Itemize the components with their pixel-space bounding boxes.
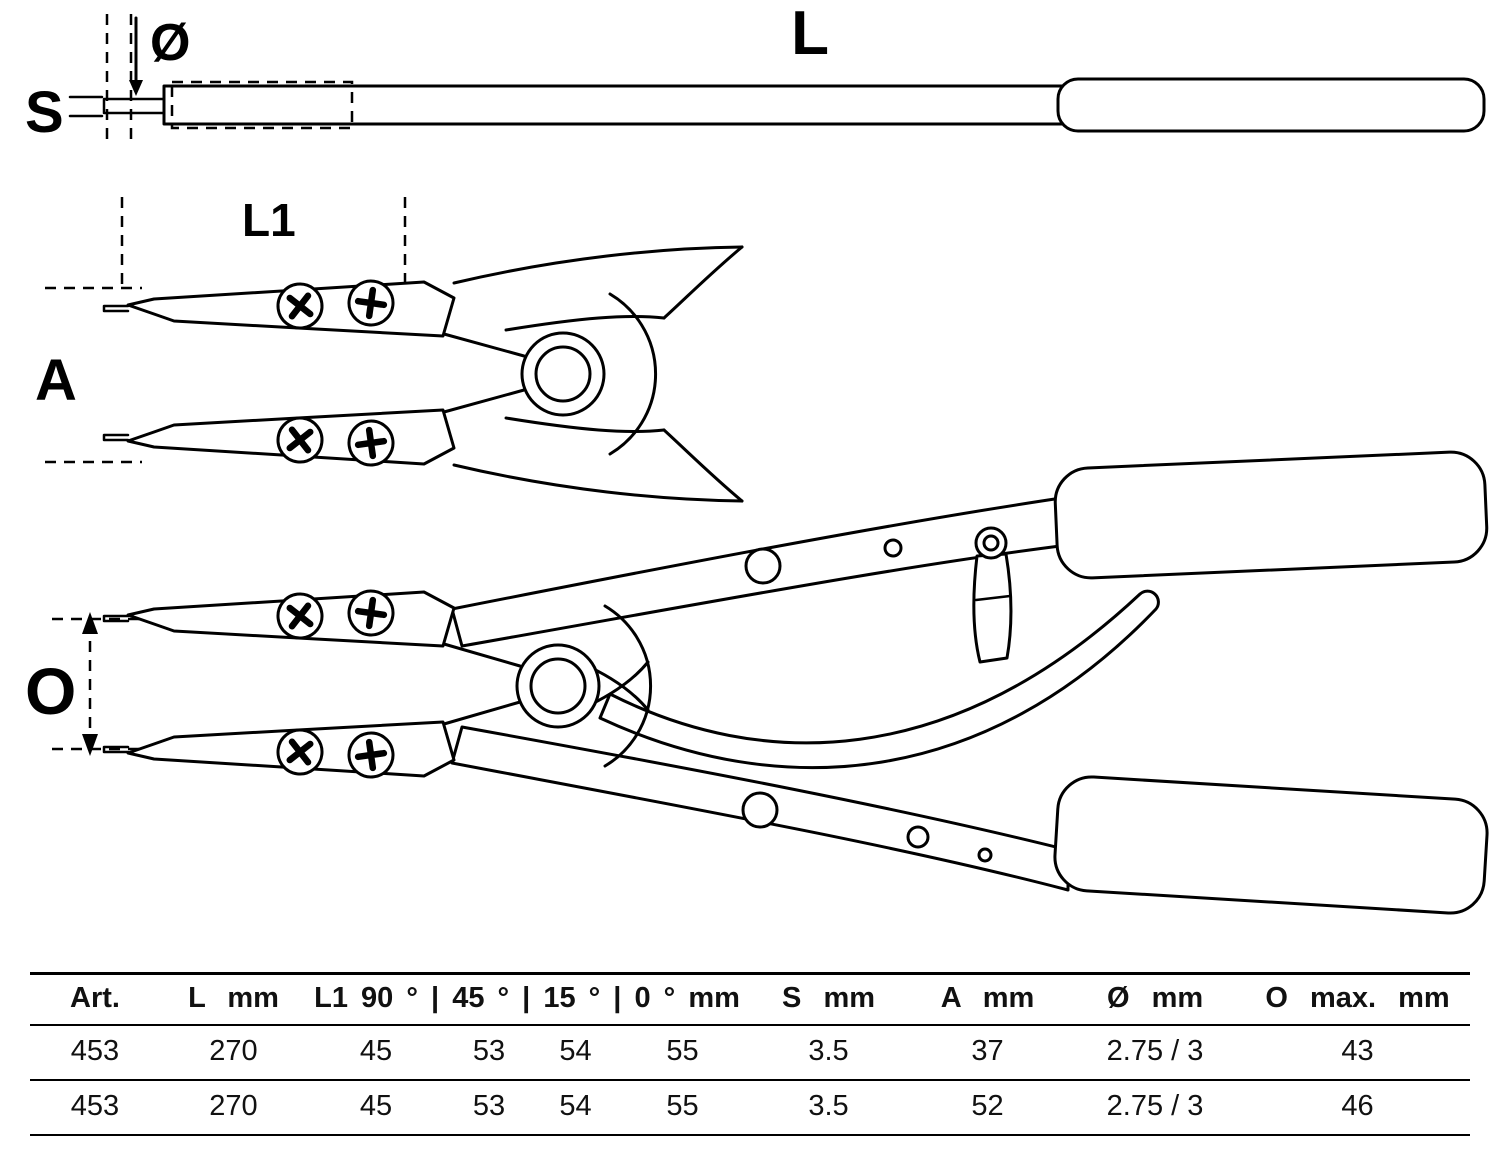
pivot-inner (534, 345, 592, 403)
diameter-arrowhead (129, 80, 143, 96)
header-diameter: Ø mm (1106, 982, 1204, 1014)
pivot-plate-arc (608, 292, 658, 456)
table-row: 453 270 45 53 54 55 3.5 37 2.75 / 3 43 (30, 1025, 1471, 1080)
cell-o-max: 43 (1341, 1035, 1374, 1067)
cell-l: 270 (209, 1090, 258, 1122)
lower-jaw (104, 409, 454, 471)
neck-upper-main (442, 642, 522, 668)
tip-needle (102, 97, 166, 115)
header-a: A mm (940, 982, 1035, 1014)
o-arrowhead-up (82, 612, 98, 634)
header-o-max: O max. mm (1265, 982, 1450, 1014)
o-arrowhead-down (82, 734, 98, 756)
cell-s: 3.5 (808, 1090, 849, 1122)
cell-a: 52 (971, 1090, 1004, 1122)
body-cut-top-outer (452, 245, 744, 285)
cell-l1-90: 45 (359, 1090, 393, 1122)
upper-jaw-main (104, 585, 454, 647)
header-l1-angles: L1 90 ° | 45 ° | 15 ° | 0 ° mm (314, 982, 740, 1014)
technical-drawing: Ø L S L1 A (25, 0, 1489, 915)
cell-l1-0: 55 (666, 1035, 699, 1067)
shaft-side-view: Ø L S (25, 0, 1486, 145)
neck-lower (442, 388, 526, 414)
dim-label-s: S (25, 80, 64, 145)
neck-upper (442, 332, 526, 358)
cell-a: 37 (971, 1035, 1004, 1067)
header-s: S mm (782, 982, 876, 1014)
dim-label-a: A (35, 348, 77, 413)
body-cut-bottom-inner (504, 416, 666, 433)
upper-arm-hole-large (744, 547, 782, 585)
body-cut-bottom-end (662, 428, 744, 503)
cell-art: 453 (70, 1035, 120, 1067)
cell-l1-90: 45 (359, 1035, 393, 1067)
pivot-plate-arc-main (603, 604, 653, 768)
jaw-detail-view: L1 A (35, 194, 744, 503)
cell-l1-45: 53 (472, 1090, 506, 1122)
body-cut-top-end (662, 245, 744, 320)
lower-handle-grip (1053, 775, 1489, 915)
body-cut-bottom-outer (452, 463, 744, 503)
lower-arm-hole-medium (906, 825, 930, 849)
dim-label-diameter: Ø (150, 14, 190, 72)
upper-jaw (104, 275, 454, 337)
cell-s: 3.5 (808, 1035, 849, 1067)
body-cut-top-inner (504, 315, 666, 332)
dim-label-o: O (25, 654, 76, 728)
header-art: Art. (70, 982, 120, 1014)
lower-arm-hole-small (977, 847, 993, 863)
table-row: 453 270 45 53 54 55 3.5 52 2.75 / 3 46 (30, 1080, 1471, 1135)
spec-table: Art. L mm L1 90 ° | 45 ° | 15 ° | 0 ° mm… (30, 972, 1471, 1136)
upper-handle-grip (1053, 450, 1489, 580)
lower-arm-hole-large (741, 791, 779, 829)
neck-lower-main (442, 700, 522, 726)
cell-l: 270 (209, 1035, 258, 1067)
dim-label-l1: L1 (242, 194, 296, 246)
dim-label-length: L (791, 0, 829, 68)
cell-l1-15: 54 (559, 1035, 592, 1067)
cell-l1-15: 54 (559, 1090, 592, 1122)
cell-l1-0: 55 (666, 1090, 699, 1122)
handle-grip-side (1056, 77, 1486, 133)
pivot-inner-main (529, 657, 587, 715)
cell-o-max: 46 (1341, 1090, 1374, 1122)
cell-diameter: 2.75 / 3 (1106, 1090, 1204, 1122)
s-thickness-ticks (68, 95, 104, 118)
lower-jaw-main (104, 721, 454, 783)
pliers-full-view: O (25, 450, 1489, 915)
return-spring (598, 589, 1160, 770)
cell-diameter: 2.75 / 3 (1106, 1035, 1204, 1067)
cell-l1-45: 53 (472, 1035, 506, 1067)
table-header-row: Art. L mm L1 90 ° | 45 ° | 15 ° | 0 ° mm… (30, 973, 1471, 1025)
shaft-body (162, 84, 1064, 126)
jaw-zone-dashed-box (170, 80, 354, 130)
lock-lever-line (974, 594, 1012, 602)
lock-pivot-inner (982, 534, 1000, 552)
upper-arm-hole-small (883, 538, 903, 558)
lock-lever (972, 552, 1013, 664)
cell-art: 453 (70, 1090, 120, 1122)
header-l: L mm (188, 982, 279, 1014)
